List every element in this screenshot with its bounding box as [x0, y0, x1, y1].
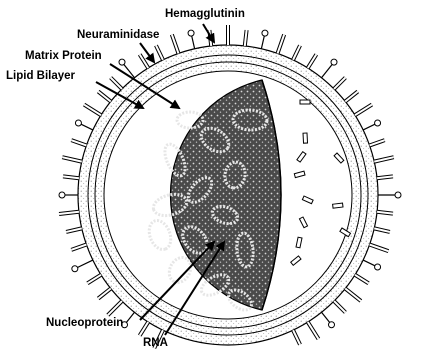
- hemagglutinin-spike: [59, 212, 79, 214]
- neuraminidase-spike: [322, 59, 337, 78]
- hemagglutinin-spike: [111, 78, 122, 89]
- neuraminidase-spike: [378, 192, 401, 198]
- hemagglutinin-spike: [308, 322, 319, 339]
- hemagglutinin-spike: [374, 228, 390, 232]
- neuraminidase-spike: [122, 312, 135, 328]
- neuraminidase-spike: [261, 30, 268, 49]
- hemagglutinin-spike: [71, 140, 86, 145]
- hemagglutinin-spike: [98, 289, 111, 299]
- label-lipid-bilayer: Lipid Bilayer: [6, 71, 75, 83]
- neuraminidase-spike: [363, 120, 380, 130]
- hemagglutinin-spike: [345, 289, 361, 301]
- hemagglutinin-spike: [370, 245, 389, 252]
- hemagglutinin-spike: [71, 245, 86, 250]
- hemagglutinin-spike: [108, 301, 122, 315]
- protein-fragment: [303, 133, 308, 143]
- hemagglutinin-spike: [345, 92, 358, 102]
- hemagglutinin-spike: [84, 105, 101, 116]
- hemagglutinin-spike: [87, 275, 101, 284]
- label-hemagglutinin: Hemagglutinin: [165, 9, 245, 21]
- hemagglutinin-spike: [377, 176, 393, 178]
- neuraminidase-spike: [363, 260, 380, 270]
- hemagglutinin-spike: [245, 30, 247, 46]
- hemagglutinin-spike: [66, 228, 82, 232]
- neuraminidase-spike: [322, 312, 335, 328]
- neuraminidase-spike: [72, 260, 93, 272]
- hemagglutinin-spike: [140, 54, 149, 68]
- hemagglutinin-spike: [355, 105, 372, 116]
- protein-fragment: [333, 203, 343, 208]
- hemagglutinin-spike: [63, 176, 79, 178]
- hemagglutinin-spike: [374, 157, 393, 161]
- neuraminidase-spike: [188, 30, 195, 49]
- neuraminidase-spike: [59, 192, 78, 198]
- protein-fragment: [300, 100, 310, 104]
- hemagglutinin-spike: [156, 45, 163, 59]
- hemagglutinin-spike: [172, 35, 179, 54]
- label-neuraminidase: Neuraminidase: [77, 30, 159, 42]
- hemagglutinin-spike: [370, 140, 385, 145]
- label-matrix-protein: Matrix Protein: [25, 51, 102, 63]
- hemagglutinin-spike: [334, 301, 345, 312]
- hemagglutinin-spike: [377, 212, 393, 214]
- label-rna: RNA: [143, 338, 168, 350]
- label-nucleoprotein: Nucleoprotein: [46, 318, 123, 330]
- hemagglutinin-spike: [278, 35, 285, 54]
- hemagglutinin-spike: [98, 92, 111, 102]
- hemagglutinin-spike: [293, 330, 300, 344]
- hemagglutinin-spike: [308, 54, 317, 68]
- hemagglutinin-spike: [334, 78, 345, 89]
- hemagglutinin-spike: [355, 275, 369, 284]
- hemagglutinin-spike: [62, 157, 81, 161]
- neuraminidase-spike: [75, 120, 92, 130]
- hemagglutinin-spike: [293, 45, 300, 59]
- hemagglutinin-spike: [140, 322, 149, 336]
